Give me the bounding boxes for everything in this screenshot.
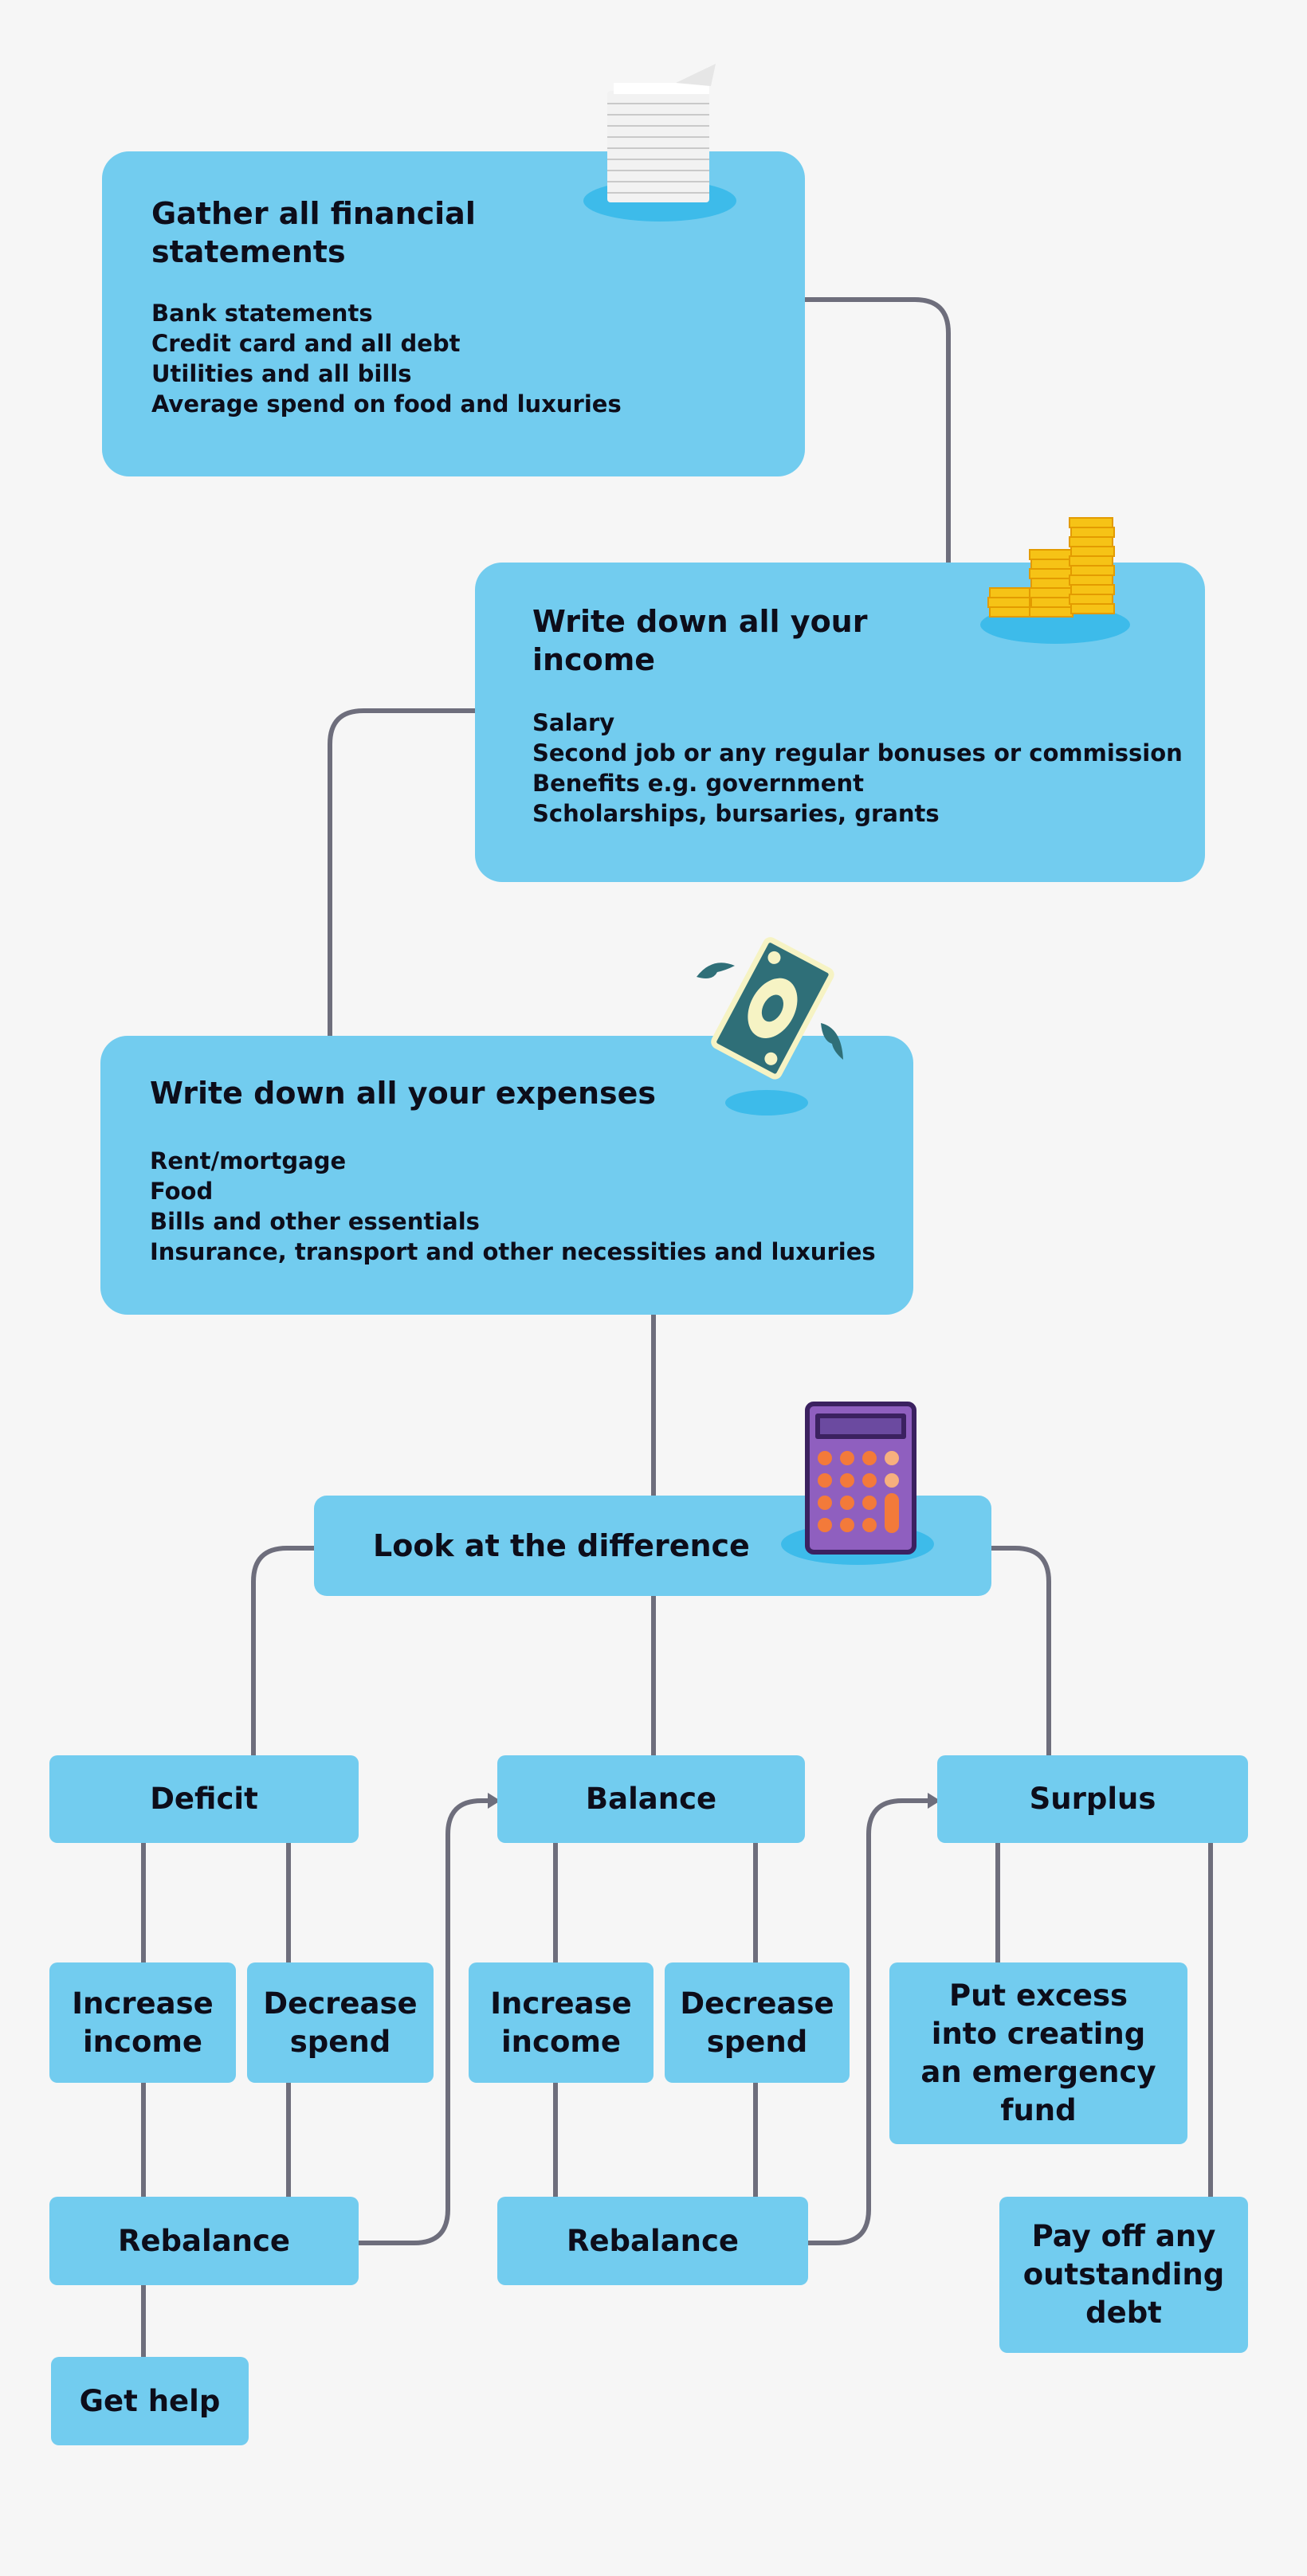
deficit-rebalance: Rebalance — [49, 2197, 359, 2285]
step-gather-list: Bank statements Credit card and all debt… — [151, 298, 622, 419]
list-item: Scholarships, bursaries, grants — [532, 800, 940, 827]
step-expenses-list: Rent/mortgage Food Bills and other essen… — [150, 1146, 876, 1267]
list-item: Bills and other essentials — [150, 1208, 480, 1235]
balance-rebalance: Rebalance — [497, 2197, 808, 2285]
step-difference-card: Look at the difference — [314, 1496, 991, 1596]
step-income-title: Write down all your income — [532, 604, 868, 677]
list-item: Average spend on food and luxuries — [151, 390, 622, 418]
deficit-decrease-spend: Decrease spend — [247, 1962, 434, 2083]
calculator-icon — [781, 1402, 934, 1565]
surplus-pay-debt: Pay off any outstanding debt — [999, 2197, 1248, 2353]
list-item: Credit card and all debt — [151, 330, 461, 357]
arrowhead-balance — [488, 1793, 500, 1809]
coin-stacks-icon — [980, 517, 1130, 644]
arrowhead-surplus — [928, 1793, 940, 1809]
outcome-surplus: Surplus — [937, 1755, 1248, 1843]
surplus-emergency-fund: Put excess into creating an emergency fu… — [889, 1962, 1187, 2144]
list-item: Benefits e.g. government — [532, 770, 864, 797]
step-expenses-title: Write down all your expenses — [150, 1076, 657, 1111]
step-income-list: Salary Second job or any regular bonuses… — [532, 708, 1183, 829]
step-income-card: Write down all your income Salary Second… — [475, 563, 1205, 882]
balance-increase-income: Increase income — [469, 1962, 654, 2083]
connector-gather-income — [803, 297, 951, 565]
connector-income-expenses — [328, 708, 477, 1038]
list-item: Salary — [532, 709, 615, 736]
connector-difference-surplus — [989, 1546, 1051, 1758]
deficit-increase-income: Increase income — [49, 1962, 236, 2083]
list-item: Bank statements — [151, 300, 373, 327]
connector-difference-deficit — [251, 1546, 316, 1758]
list-item: Second job or any regular bonuses or com… — [532, 739, 1183, 767]
connector-rebalance-balance — [356, 1798, 493, 2245]
list-item: Utilities and all bills — [151, 360, 412, 387]
list-item: Insurance, transport and other necessiti… — [150, 1238, 876, 1265]
outcome-balance: Balance — [497, 1755, 805, 1843]
get-help: Get help — [51, 2357, 249, 2445]
paper-stack-icon — [583, 64, 736, 222]
connector-rebalance-surplus — [806, 1798, 933, 2245]
list-item: Rent/mortgage — [150, 1147, 347, 1174]
outcome-deficit: Deficit — [49, 1755, 359, 1843]
balance-decrease-spend: Decrease spend — [665, 1962, 850, 2083]
step-gather-title: Gather all financial statements — [151, 196, 476, 269]
step-expenses-card: Write down all your expenses Rent/mortga… — [100, 1036, 913, 1315]
step-difference-title: Look at the difference — [373, 1528, 750, 1563]
flying-money-icon — [697, 937, 843, 1115]
list-item: Food — [150, 1178, 214, 1205]
